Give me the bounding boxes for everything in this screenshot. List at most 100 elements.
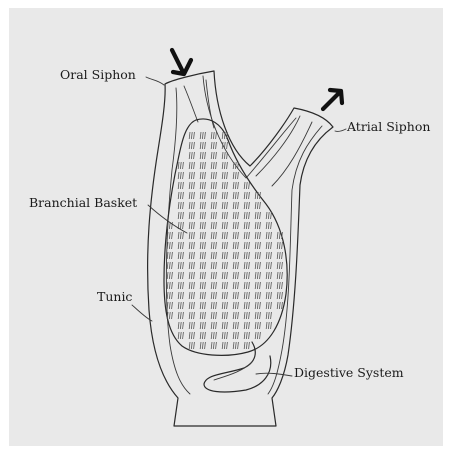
gill-slit-mark: [183, 272, 184, 279]
gill-slit-mark: [191, 312, 192, 319]
gill-slit-mark: [227, 162, 228, 169]
gill-slit-mark: [178, 212, 179, 219]
gill-slit-mark: [200, 192, 201, 199]
gill-slit-mark: [211, 332, 212, 339]
gill-slit-mark: [194, 232, 195, 239]
gill-slit-mark: [213, 282, 214, 289]
gill-slit-mark: [216, 302, 217, 309]
gill-slit-mark: [178, 252, 179, 259]
gill-slit-mark: [178, 292, 179, 299]
gill-slit-mark: [244, 192, 245, 199]
gill-slit-mark: [202, 132, 203, 139]
gill-slit-mark: [266, 222, 267, 229]
gill-slit-mark: [211, 132, 212, 139]
gill-slit-mark: [235, 272, 236, 279]
gill-slit-mark: [224, 322, 225, 329]
gill-slit-mark: [172, 262, 173, 269]
gill-slit-mark: [194, 172, 195, 179]
gill-slit-mark: [180, 282, 181, 289]
gill-slit-mark: [266, 262, 267, 269]
gill-slit-mark: [180, 212, 181, 219]
gill-slit-mark: [200, 182, 201, 189]
inflow-arrow: [172, 50, 191, 74]
gill-slit-mark: [260, 312, 261, 319]
gill-slit-mark: [249, 282, 250, 289]
gill-slit-mark: [194, 262, 195, 269]
gill-slit-mark: [194, 212, 195, 219]
gill-slit-mark: [238, 282, 239, 289]
gill-slit-mark: [227, 332, 228, 339]
gill-slit-mark: [260, 192, 261, 199]
gill-slit-mark: [183, 282, 184, 289]
gill-slit-mark: [246, 272, 247, 279]
gill-slit-mark: [246, 302, 247, 309]
gill-slit-mark: [224, 192, 225, 199]
gill-slit-mark: [205, 312, 206, 319]
gill-slit-mark: [249, 242, 250, 249]
gill-slit-mark: [222, 272, 223, 279]
gill-slit-mark: [238, 272, 239, 279]
gill-slit-mark: [227, 322, 228, 329]
gill-slit-mark: [233, 192, 234, 199]
gill-slit-mark: [260, 292, 261, 299]
gill-slit-mark: [224, 182, 225, 189]
gill-slit-mark: [205, 222, 206, 229]
gill-slit-mark: [189, 172, 190, 179]
gill-slit-mark: [216, 322, 217, 329]
gill-slit-mark: [189, 342, 190, 349]
gill-slit-mark: [257, 282, 258, 289]
gill-slit-mark: [200, 142, 201, 149]
gill-slit-mark: [238, 332, 239, 339]
gill-slit-mark: [183, 212, 184, 219]
gill-slit-mark: [227, 212, 228, 219]
gill-slit-mark: [249, 232, 250, 239]
gill-slit-mark: [238, 292, 239, 299]
gill-slit-mark: [235, 252, 236, 259]
gill-slit-mark: [205, 282, 206, 289]
gill-slit-mark: [205, 332, 206, 339]
gill-slit-mark: [213, 242, 214, 249]
gill-slit-mark: [202, 242, 203, 249]
gill-slit-mark: [200, 252, 201, 259]
gill-slit-mark: [194, 222, 195, 229]
gill-slit-mark: [191, 342, 192, 349]
gill-slit-mark: [183, 312, 184, 319]
gill-slit-mark: [268, 322, 269, 329]
gill-slit-mark: [189, 242, 190, 249]
gill-slit-mark: [238, 202, 239, 209]
gill-slit-mark: [238, 192, 239, 199]
gill-slit-mark: [282, 272, 283, 279]
gill-slit-mark: [194, 322, 195, 329]
gill-slit-mark: [169, 312, 170, 319]
gill-slit-mark: [268, 282, 269, 289]
gill-slit-mark: [260, 332, 261, 339]
gill-slit-mark: [194, 192, 195, 199]
gill-slit-mark: [189, 322, 190, 329]
gill-slit-mark: [211, 232, 212, 239]
gill-slit-mark: [257, 202, 258, 209]
gill-slit-mark: [233, 282, 234, 289]
gill-slit-mark: [222, 282, 223, 289]
gill-slit-mark: [244, 262, 245, 269]
gill-slit-mark: [222, 332, 223, 339]
gill-slit-mark: [233, 202, 234, 209]
gill-slit-mark: [189, 262, 190, 269]
gill-slit-mark: [235, 332, 236, 339]
gill-slit-mark: [246, 212, 247, 219]
gill-slit-mark: [244, 342, 245, 349]
gill-slit-mark: [233, 342, 234, 349]
gill-slit-mark: [183, 242, 184, 249]
gill-slit-mark: [222, 222, 223, 229]
gill-slit-mark: [169, 302, 170, 309]
gill-slit-mark: [233, 292, 234, 299]
gill-slit-mark: [233, 302, 234, 309]
gill-slit-mark: [205, 152, 206, 159]
gill-slit-mark: [260, 302, 261, 309]
gill-slit-mark: [282, 262, 283, 269]
gill-slit-mark: [268, 312, 269, 319]
gill-slit-mark: [183, 172, 184, 179]
gill-slit-mark: [205, 192, 206, 199]
gill-slit-mark: [178, 312, 179, 319]
gill-slit-mark: [191, 212, 192, 219]
gill-slit-mark: [189, 332, 190, 339]
